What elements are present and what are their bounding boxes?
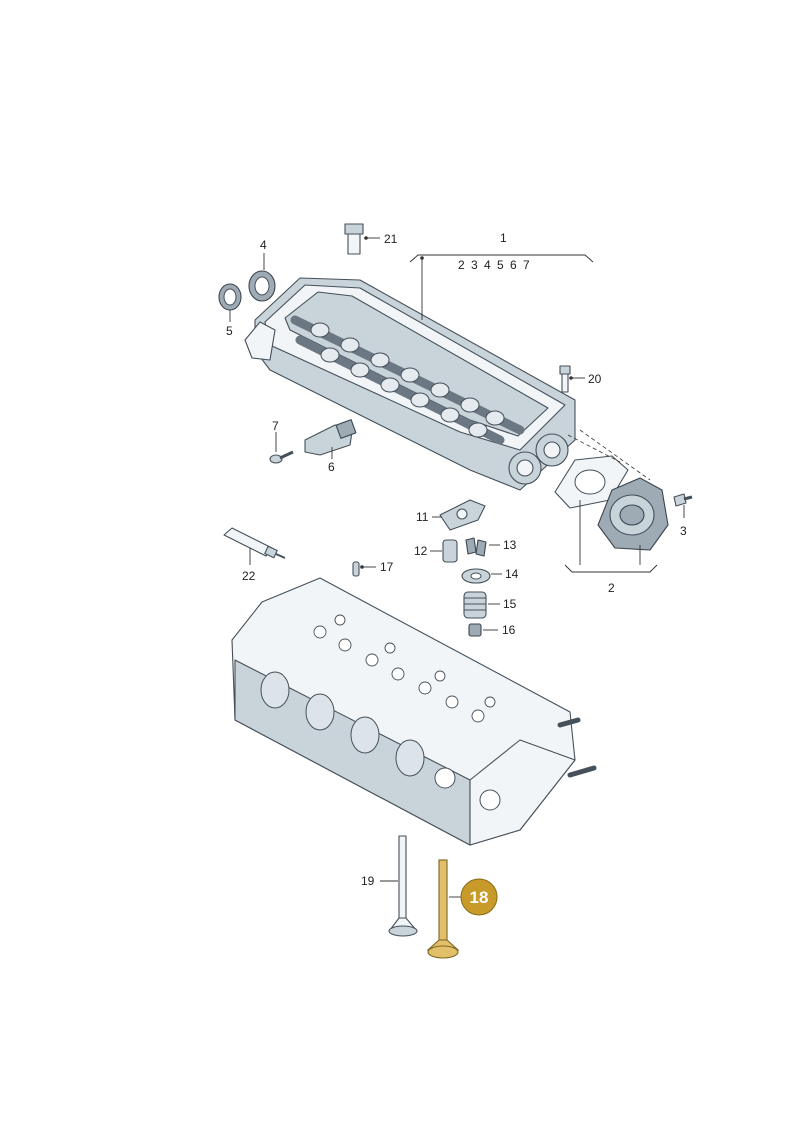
pin-17[interactable]: [352, 561, 360, 577]
callout-12: 12: [414, 544, 428, 558]
callout-18: 18: [470, 888, 489, 907]
bolt-3[interactable]: [673, 493, 693, 507]
callout-4: 4: [260, 238, 267, 252]
callout-22: 22: [242, 569, 256, 583]
valve-18[interactable]: [426, 859, 460, 959]
seal-ring-4[interactable]: [248, 270, 276, 302]
leader-lines: [229, 236, 685, 898]
screw-7[interactable]: [269, 450, 294, 464]
sensor-6[interactable]: [304, 419, 357, 456]
vacuum-pump-2[interactable]: [597, 477, 669, 551]
callout-13: 13: [503, 538, 517, 552]
valve-spring-15[interactable]: [463, 591, 487, 619]
callout-labels: 21 1 2 3 4 5 6 7 4 5 20 7 6 3 2 22 17 11…: [226, 231, 687, 888]
roller-rocker-11[interactable]: [439, 499, 486, 531]
callout-16: 16: [502, 623, 516, 637]
sealant-tube-22[interactable]: [223, 527, 286, 559]
callout-1: 1: [500, 231, 507, 245]
seal-ring-5[interactable]: [218, 283, 242, 311]
callout-21: 21: [384, 232, 398, 246]
callout-11: 11: [416, 510, 429, 524]
callout-7: 7: [272, 419, 279, 433]
callout-20: 20: [588, 372, 602, 386]
callout-15: 15: [503, 597, 517, 611]
hydraulic-lifter-12[interactable]: [442, 539, 458, 563]
valve-keepers-13[interactable]: [465, 537, 487, 557]
callout-3: 3: [680, 524, 687, 538]
stem-seal-16[interactable]: [468, 623, 482, 637]
spring-retainer-14[interactable]: [461, 568, 491, 584]
callout-5: 5: [226, 324, 233, 338]
callout-2: 2: [608, 581, 615, 595]
callout-1-group: 2 3 4 5 6 7: [458, 258, 530, 272]
callout-14: 14: [505, 567, 519, 581]
screw-21[interactable]: [344, 223, 364, 255]
callout-18-badge[interactable]: 18: [460, 878, 498, 916]
camshaft-housing[interactable]: [244, 277, 576, 491]
bolt-20[interactable]: [559, 365, 571, 393]
valve-19[interactable]: [388, 835, 418, 937]
cylinder-head[interactable]: [231, 577, 597, 846]
callout-17: 17: [380, 560, 394, 574]
callout-6: 6: [328, 460, 335, 474]
callout-19: 19: [361, 874, 375, 888]
